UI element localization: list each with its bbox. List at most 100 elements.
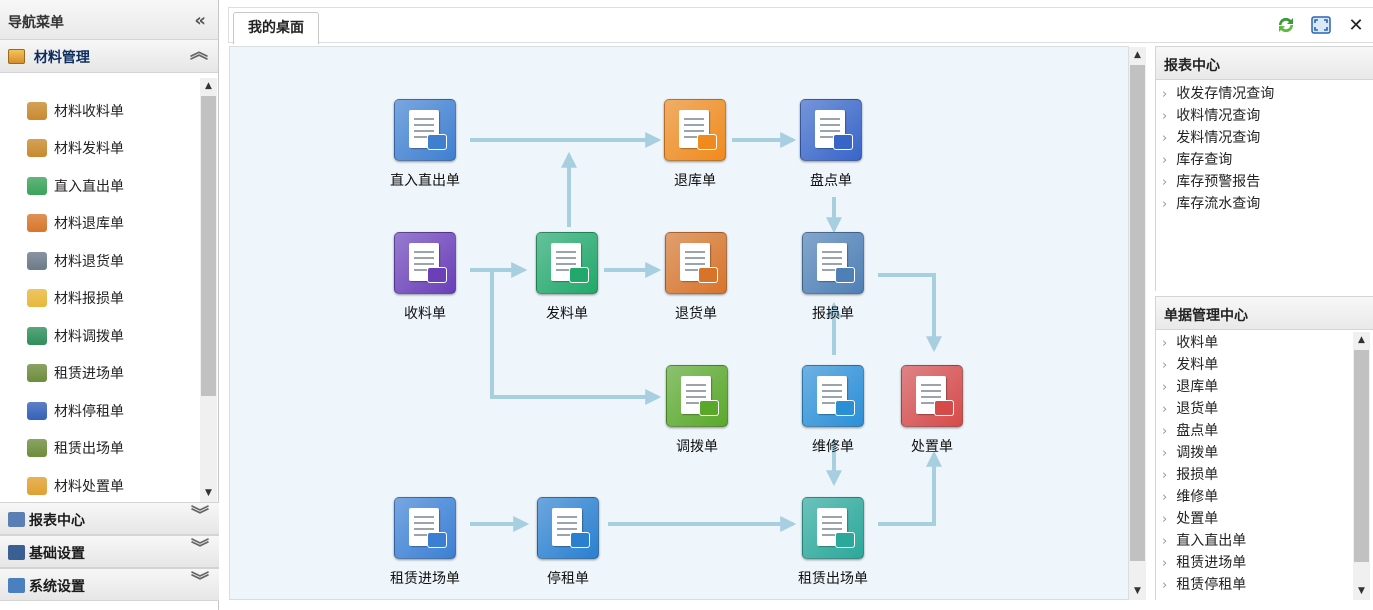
- menu-item-11[interactable]: 材料处置单: [0, 467, 200, 505]
- flow-node-dispose[interactable]: 处置单: [882, 365, 982, 456]
- refresh-icon[interactable]: [1275, 15, 1297, 35]
- scroll-up-arrow[interactable]: ▲: [205, 81, 212, 91]
- scroll-thumb[interactable]: [1130, 65, 1145, 561]
- menu-item-7[interactable]: 材料调拨单: [0, 317, 200, 355]
- doc-center-item[interactable]: 盘点单: [1162, 420, 1373, 442]
- table-icon: [8, 512, 25, 527]
- chevron-up-icon[interactable]: ︽: [190, 42, 208, 63]
- badge-icon: [570, 532, 590, 548]
- report-center-item[interactable]: 库存查询: [1162, 149, 1373, 171]
- scroll-down-arrow[interactable]: ▼: [205, 488, 212, 498]
- report-center-item[interactable]: 库存流水查询: [1162, 193, 1373, 215]
- menu-item-5[interactable]: 材料退货单: [0, 242, 200, 280]
- panel-material-management[interactable]: 材料管理 ︽: [0, 40, 218, 73]
- menu-item-4[interactable]: 材料退库单: [0, 205, 200, 243]
- doc-center-item[interactable]: 收料单: [1162, 332, 1373, 354]
- flow-node-receive[interactable]: 收料单: [375, 232, 475, 323]
- tab-bar: 我的桌面 ✕: [228, 7, 1373, 44]
- flow-node-inventory[interactable]: 盘点单: [781, 99, 881, 190]
- flow-node-issue[interactable]: 发料单: [517, 232, 617, 323]
- panel-title: 材料管理: [33, 50, 90, 66]
- document-sheet: [916, 376, 946, 414]
- return-goods-document-icon: [665, 232, 727, 294]
- flow-node-label: 收料单: [404, 306, 446, 322]
- flow-node-label: 退库单: [674, 173, 716, 189]
- receive-document-icon: [394, 232, 456, 294]
- collapsed-panels: 报表中心︾基础设置︾系统设置︾: [0, 502, 219, 601]
- desktop-scrollbar[interactable]: ▲ ▼: [1129, 47, 1146, 600]
- doc-center-item[interactable]: 处置单: [1162, 508, 1373, 530]
- flow-node-direct[interactable]: 直入直出单: [375, 99, 475, 190]
- menu-item-1[interactable]: 材料收料单: [0, 92, 200, 130]
- doc-center-item[interactable]: 租赁进场单: [1162, 552, 1373, 574]
- doc-center-item[interactable]: 调拨单: [1162, 442, 1373, 464]
- doc-center-item[interactable]: 退货单: [1162, 398, 1373, 420]
- flow-node-lease-exit[interactable]: 租赁出场单: [783, 497, 883, 588]
- chevron-down-icon[interactable]: ︾: [191, 538, 209, 559]
- menu-item-6[interactable]: 材料报损单: [0, 280, 200, 318]
- monitor-icon: [8, 578, 25, 593]
- scroll-up-arrow[interactable]: ▲: [1358, 335, 1365, 345]
- flow-node-label: 停租单: [547, 571, 589, 587]
- badge-icon: [569, 267, 589, 283]
- doc-center-item[interactable]: 发料单: [1162, 354, 1373, 376]
- left-scrollbar[interactable]: ▲ ▼: [200, 78, 217, 502]
- folder-broken-icon: [27, 289, 47, 308]
- flow-arrows: [470, 132, 942, 532]
- arrow-receive-to-transfer: [490, 270, 662, 405]
- flow-node-label: 发料单: [546, 306, 588, 322]
- scroll-up-arrow[interactable]: ▲: [1134, 50, 1141, 60]
- report-center-item[interactable]: 收发存情况查询: [1162, 83, 1373, 105]
- flow-node-lease-stop[interactable]: 停租单: [518, 497, 618, 588]
- doc-center-item[interactable]: 退库单: [1162, 376, 1373, 398]
- flow-node-return-stock[interactable]: 退库单: [645, 99, 745, 190]
- close-icon[interactable]: ✕: [1348, 14, 1364, 36]
- flow-node-repair[interactable]: 维修单: [783, 365, 883, 456]
- panel-monitor[interactable]: 系统设置︾: [0, 568, 219, 601]
- flow-node-label: 退货单: [675, 306, 717, 322]
- menu-item-10[interactable]: 租赁出场单: [0, 430, 200, 468]
- doc-center-item[interactable]: 维修单: [1162, 486, 1373, 508]
- scroll-down-arrow[interactable]: ▼: [1134, 586, 1141, 596]
- fullscreen-icon[interactable]: [1310, 15, 1332, 35]
- flow-node-transfer[interactable]: 调拨单: [647, 365, 747, 456]
- report-center-item[interactable]: 发料情况查询: [1162, 127, 1373, 149]
- menu-item-label: 租赁出场单: [54, 441, 124, 458]
- flow-node-lease-enter[interactable]: 租赁进场单: [375, 497, 475, 588]
- scroll-down-arrow[interactable]: ▼: [1358, 586, 1365, 596]
- menu-item-9[interactable]: 材料停租单: [0, 392, 200, 430]
- badge-icon: [427, 532, 447, 548]
- flow-node-label: 报损单: [812, 306, 854, 322]
- scroll-thumb[interactable]: [1354, 350, 1369, 562]
- menu-item-8[interactable]: 租赁进场单: [0, 355, 200, 393]
- tab-my-desktop[interactable]: 我的桌面: [233, 12, 319, 44]
- collapse-nav-icon[interactable]: «: [194, 10, 206, 31]
- doc-center-scrollbar[interactable]: ▲ ▼: [1353, 332, 1370, 600]
- menu-item-label: 材料退库单: [54, 216, 124, 233]
- panel-table[interactable]: 报表中心︾: [0, 502, 219, 535]
- chevron-down-icon[interactable]: ︾: [191, 505, 209, 526]
- menu-item-3[interactable]: 直入直出单: [0, 167, 200, 205]
- flow-node-damage[interactable]: 报损单: [783, 232, 883, 323]
- flow-node-label: 租赁进场单: [390, 571, 460, 587]
- badge-icon: [698, 267, 718, 283]
- desktop-flowchart: 直入直出单退库单 盘点单收料单 发料单 退货单 报损单处置单 调拨单维修单租赁进场单 停租单…: [229, 46, 1129, 600]
- report-center-item[interactable]: 收料情况查询: [1162, 105, 1373, 127]
- menu-item-label: 材料调拨单: [54, 328, 124, 345]
- report-center-item[interactable]: 库存预警报告: [1162, 171, 1373, 193]
- doc-center-item[interactable]: 租赁停租单: [1162, 574, 1373, 596]
- doc-center-item[interactable]: 报损单: [1162, 464, 1373, 486]
- doc-center-title: 单据管理中心: [1156, 296, 1373, 330]
- menu-item-2[interactable]: 材料发料单: [0, 130, 200, 168]
- doc-center-item[interactable]: 直入直出单: [1162, 530, 1373, 552]
- menu-item-label: 材料停租单: [54, 403, 124, 420]
- left-navigation: 导航菜单 « 材料管理 ︽ 材料收料单材料发料单直入直出单材料退库单材料退货单材…: [0, 0, 219, 610]
- panel-title: 基础设置: [29, 546, 85, 562]
- scroll-thumb[interactable]: [201, 96, 216, 396]
- menu-item-label: 直入直出单: [54, 178, 124, 195]
- report-center-panel: 报表中心 收发存情况查询收料情况查询发料情况查询库存查询库存预警报告库存流水查询: [1155, 46, 1373, 291]
- flow-node-return-goods[interactable]: 退货单: [646, 232, 746, 323]
- badge-icon: [835, 532, 855, 548]
- panel-book[interactable]: 基础设置 ︾: [0, 535, 219, 568]
- chevron-down-icon[interactable]: ︾: [191, 571, 209, 592]
